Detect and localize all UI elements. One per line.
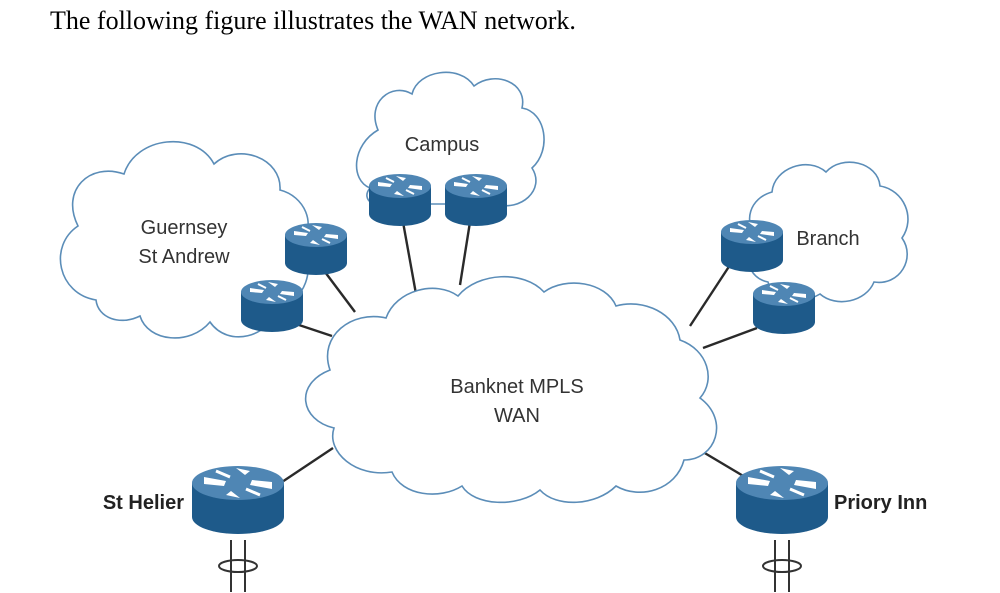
layer3-switch-symbol-icon <box>218 539 258 593</box>
link-st-helier <box>275 447 334 487</box>
wan-label-line2: WAN <box>494 405 540 427</box>
link-campus-router-2 <box>458 221 472 286</box>
guernsey-label-line1: Guernsey <box>141 217 228 239</box>
priory-inn-label: Priory Inn <box>834 492 927 514</box>
campus-label: Campus <box>405 134 479 156</box>
router-icon <box>734 464 830 536</box>
layer3-switch-symbol-icon <box>762 539 802 593</box>
wan-label-line1: Banknet MPLS <box>450 376 583 398</box>
guernsey-label-line2: St Andrew <box>138 246 230 268</box>
router-icon <box>190 464 286 536</box>
router-icon <box>240 279 304 333</box>
banknet-mpls-wan-cloud <box>304 275 718 504</box>
link-branch-router-1 <box>688 264 732 327</box>
page-heading: The following figure illustrates the WAN… <box>50 6 576 35</box>
router-icon <box>752 281 816 335</box>
router-icon <box>444 173 508 227</box>
link-guernsey-router-1 <box>321 267 356 313</box>
link-branch-router-2 <box>702 326 758 350</box>
router-icon <box>720 219 784 273</box>
links <box>275 221 758 487</box>
router-icon <box>368 173 432 227</box>
campus-cloud <box>355 71 545 207</box>
branch-label: Branch <box>796 228 859 250</box>
router-icon <box>284 222 348 276</box>
link-priory-inn <box>702 450 746 479</box>
st-helier-label: St Helier <box>103 492 184 514</box>
